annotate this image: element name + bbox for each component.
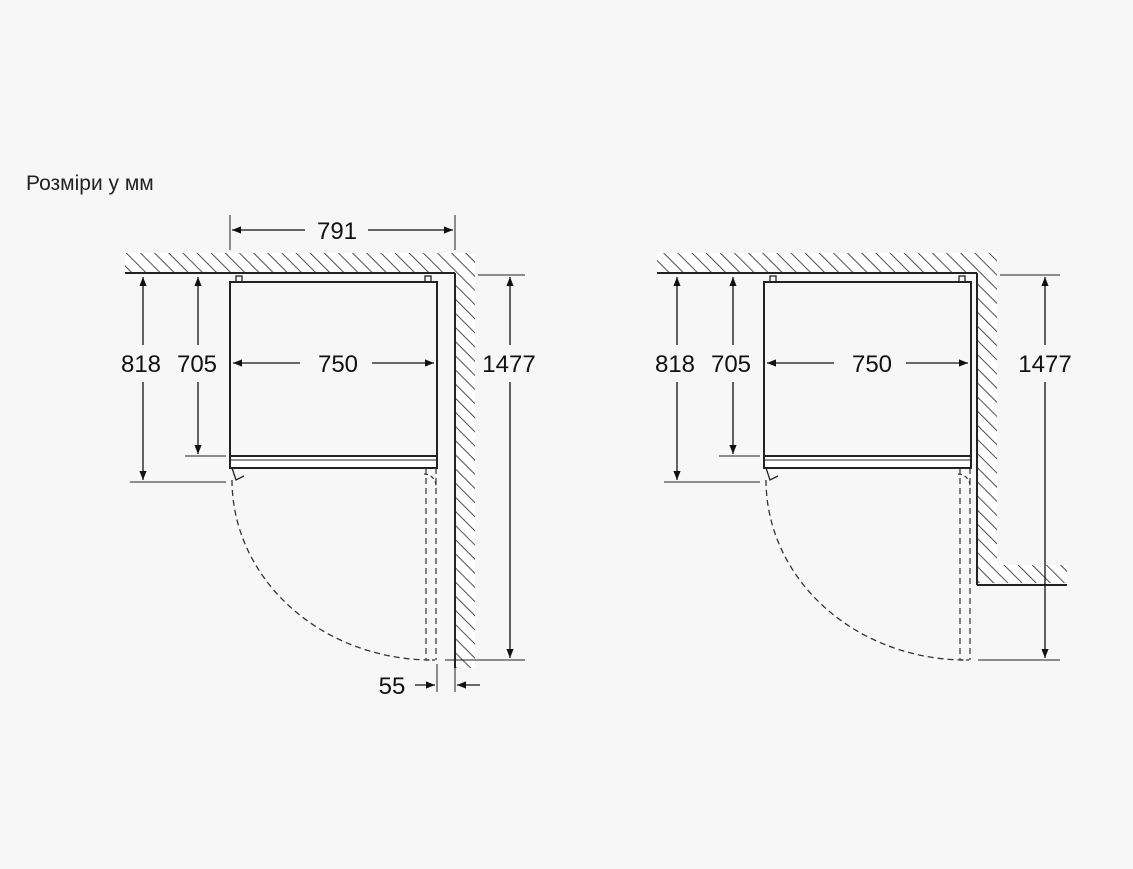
units-caption: Розміри у мм [26, 172, 154, 195]
right-dim-818: 818 [655, 351, 695, 378]
left-diagram: 791 818 705 750 1477 55 [121, 215, 536, 700]
left-dim-791: 791 [317, 218, 357, 245]
left-top-wall [125, 253, 475, 273]
left-dim-750: 750 [318, 351, 358, 378]
left-dim-1477: 1477 [482, 351, 535, 378]
right-door-swing-arc [765, 479, 967, 661]
right-door [763, 455, 972, 469]
right-diagram: 818 705 750 1477 [655, 253, 1072, 661]
right-side-wall [977, 253, 997, 583]
left-dim-705: 705 [177, 351, 217, 378]
right-bottom-ledge [977, 565, 1067, 583]
left-door-swing-arc [231, 479, 433, 661]
left-dim-55: 55 [379, 673, 406, 700]
right-dim-705: 705 [711, 351, 751, 378]
left-door [229, 455, 438, 469]
left-side-wall [455, 253, 475, 668]
right-top-wall [657, 253, 997, 273]
left-dim-818: 818 [121, 351, 161, 378]
right-dim-750: 750 [852, 351, 892, 378]
right-dim-1477: 1477 [1018, 351, 1071, 378]
